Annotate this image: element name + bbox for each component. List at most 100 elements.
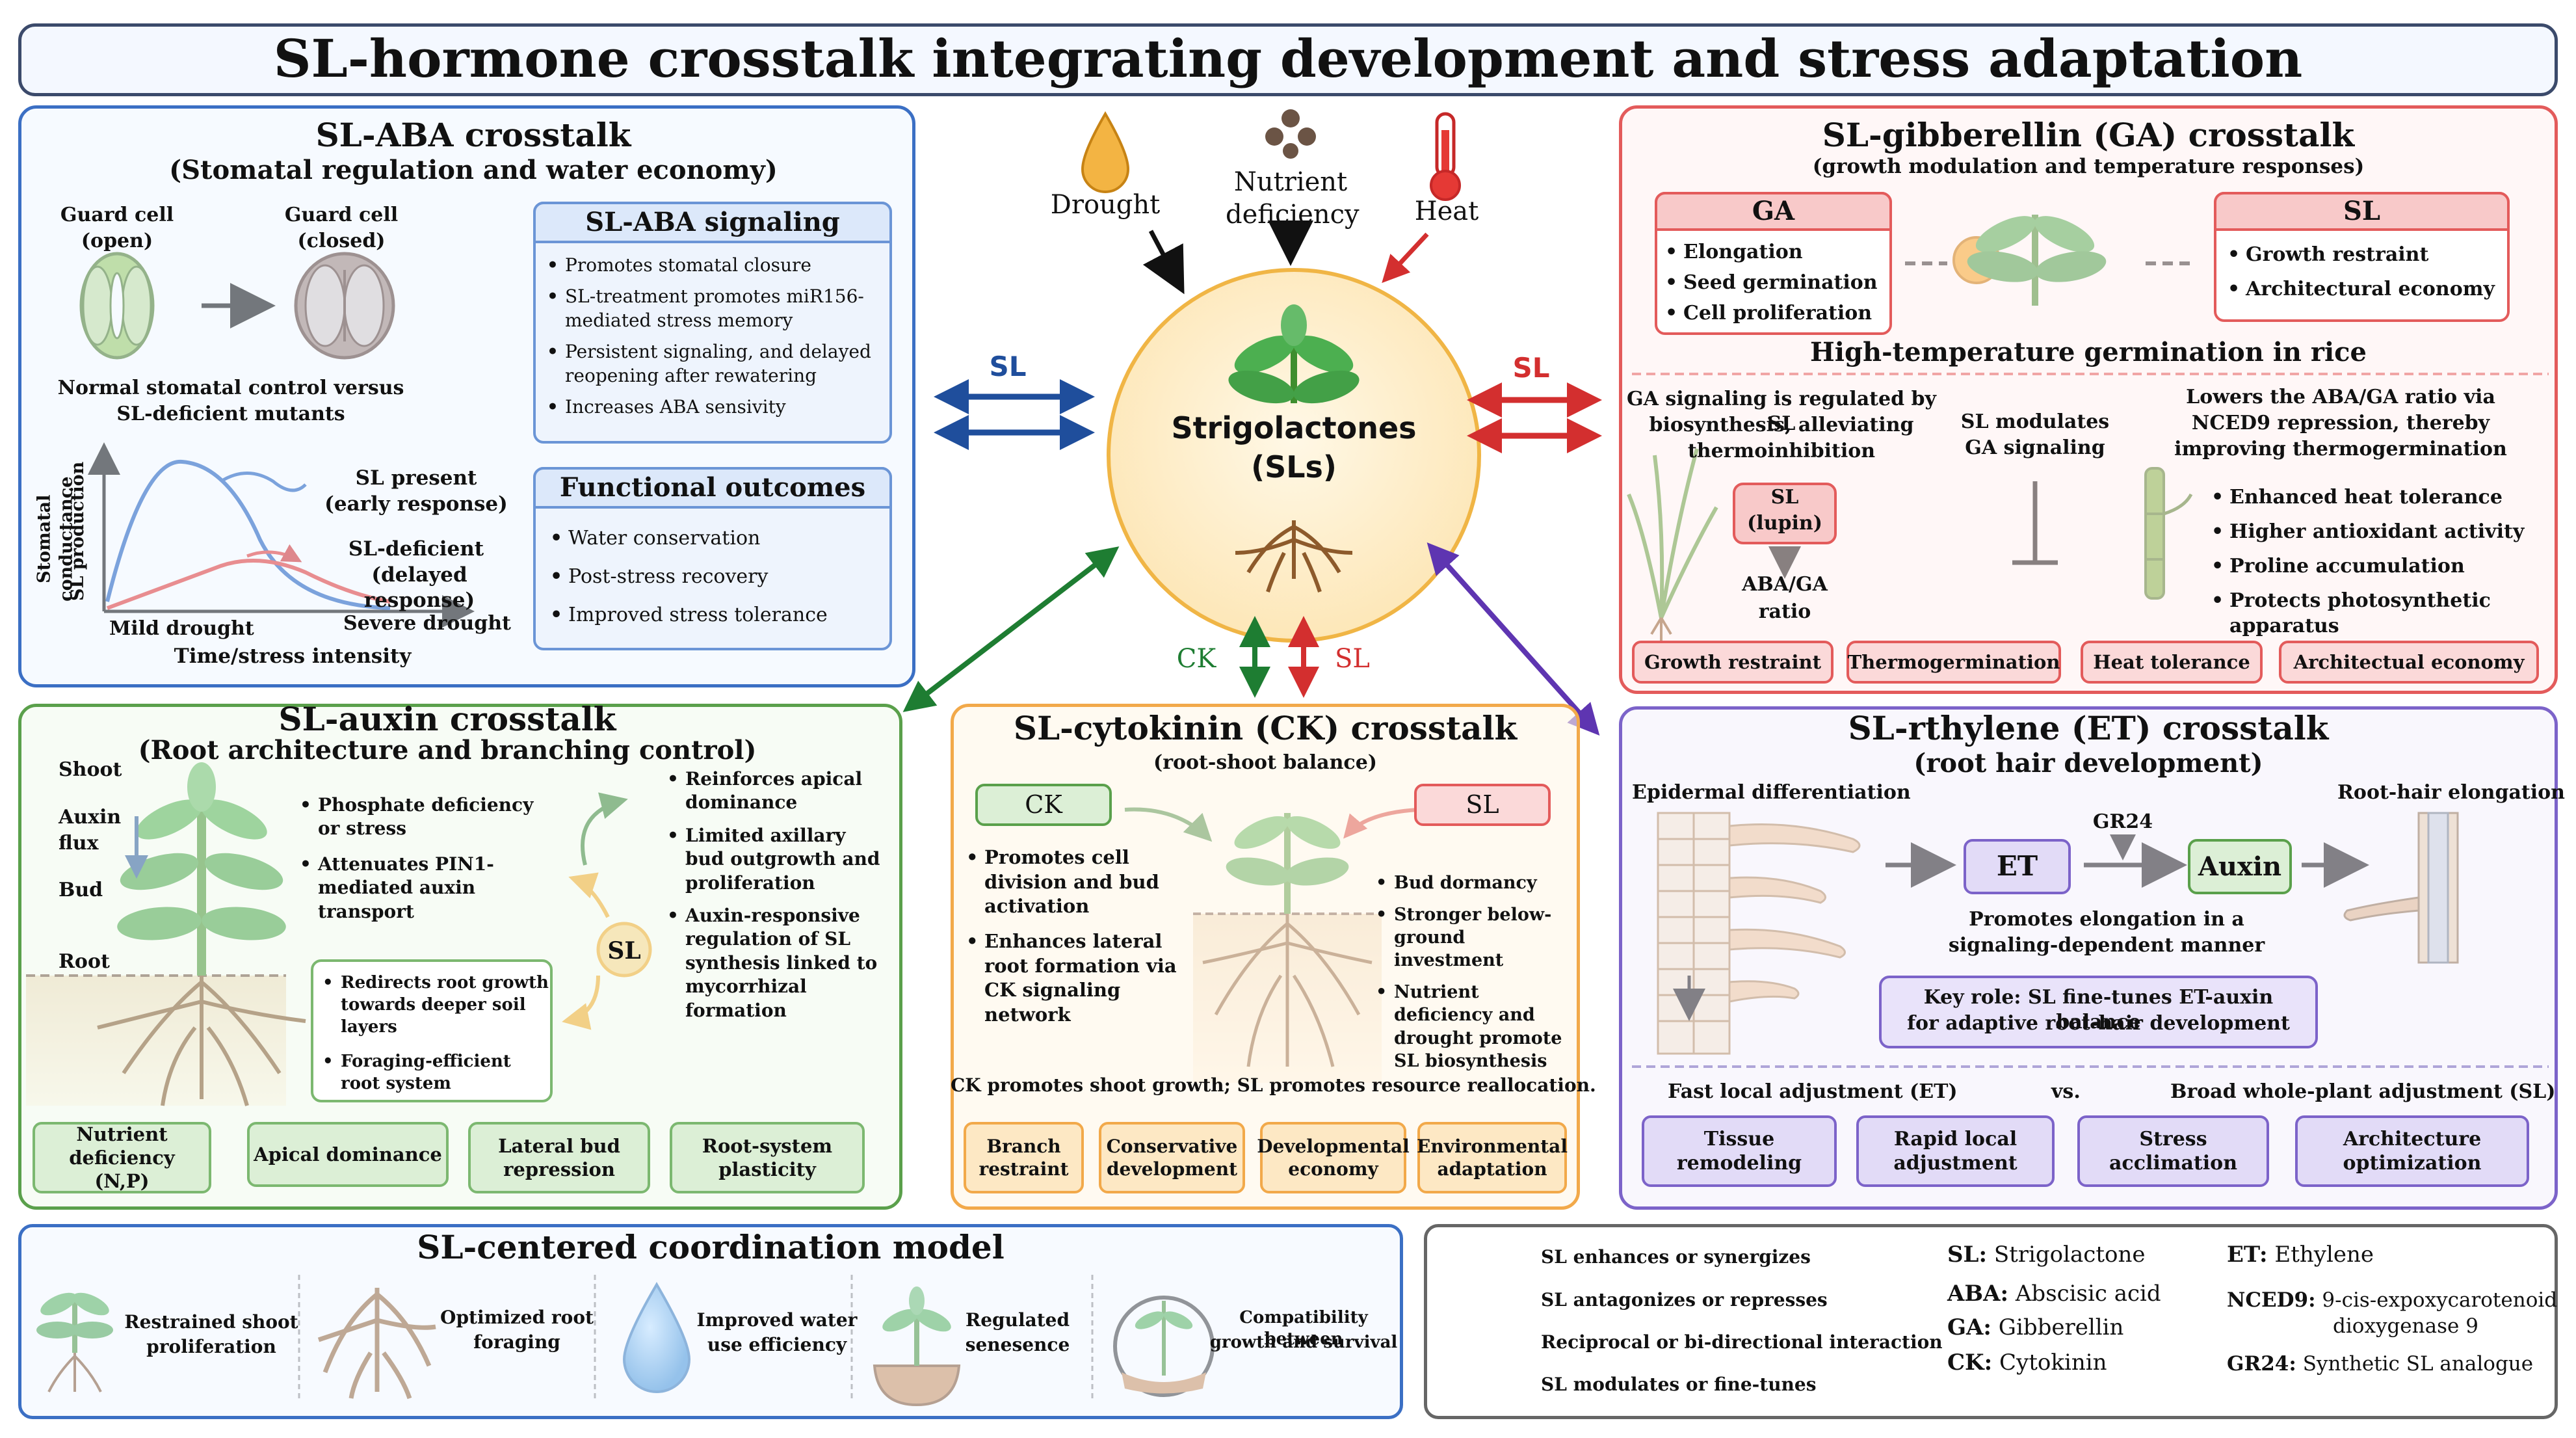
- et-pill-rapid-line1: Rapid local: [1893, 1127, 2017, 1151]
- nutrient-label: Nutrient: [1233, 167, 1348, 197]
- sl-item: Architectural economy: [2224, 276, 2503, 302]
- promotes-line2: signaling-dependent manner: [1948, 934, 2265, 957]
- aba-signaling-item: Persistent signaling, and delayed reopen…: [543, 340, 884, 388]
- model-item-shoot-line2: proliferation: [146, 1336, 276, 1357]
- lupin-box: [1733, 483, 1837, 544]
- et-subtitle: (root hair development): [1913, 748, 2263, 779]
- ck-pill-conservative-line2: development: [1106, 1158, 1238, 1180]
- outcomes-header: [533, 467, 892, 509]
- abbr-aba-key: ABA:: [1947, 1281, 2009, 1307]
- ck-label-box: CK: [975, 784, 1112, 826]
- ga-col3-list: Enhanced heat tolerance Higher antioxida…: [2207, 485, 2558, 646]
- auxin-root-item: Foraging-efficient root system: [319, 1051, 549, 1095]
- ck-left-item: Promotes cell division and bud activatio…: [962, 845, 1196, 919]
- ck-pill-developmental-line1: Developmental: [1257, 1136, 1410, 1157]
- auxin-mid-item: Attenuates PIN1-mediated auxin transport: [296, 853, 549, 924]
- auxin-right-item: Auxin-responsive regulation of SL synthe…: [663, 904, 887, 1022]
- lupin-line2: (lupin): [1747, 512, 1822, 535]
- abbr-nced9-value: 9-cis-expoxycarotenoid: [2322, 1288, 2558, 1312]
- key-role-line1: Key role: SL fine-tunes ET-auxin balance: [1923, 986, 2274, 1033]
- ga-col3-line3: improving thermogermination: [2174, 438, 2507, 460]
- ga-col1-line3: thermoinhibition: [1687, 440, 1876, 462]
- auxin-pill-root-line1: Root-system: [702, 1134, 833, 1157]
- abbr-et: ET: Ethylene: [2227, 1241, 2374, 1269]
- ga-col1-line1: GA signaling is regulated by SL: [1627, 388, 1936, 435]
- abbr-ga: GA: Gibberellin: [1947, 1314, 2123, 1342]
- broad-label: Broad whole-plant adjustment (SL): [2170, 1080, 2556, 1103]
- fast-label: Fast local adjustment (ET): [1668, 1080, 1958, 1103]
- ck-pill-branch-line1: Branch: [986, 1136, 1061, 1157]
- ga-col3-item: Protects photosynthetic apparatus: [2207, 588, 2558, 639]
- ck-pill-developmental: Developmental economy: [1257, 1122, 1410, 1193]
- guard-open-line1: Guard cell: [60, 204, 174, 226]
- et-pill-rapid-line2: adjustment: [1893, 1152, 2017, 1175]
- model-item-root-line1: Optimized root: [440, 1307, 594, 1328]
- et-pill-tissue: Tissue remodeling: [1642, 1115, 1837, 1187]
- promotes-line1: Promotes elongation in a: [1969, 908, 2244, 931]
- ga-col1-line2: biosynthesis, alleviating: [1649, 414, 1914, 436]
- lupin-line1: SL: [1770, 486, 1799, 509]
- legend-deficient-line1: SL-deficient: [348, 537, 484, 561]
- drought-label: Drought: [1050, 190, 1161, 220]
- et-title: SL-rthylene (ET) crosstalk: [1848, 709, 2329, 747]
- ga-col3-line1: Lowers the ABA/GA ratio via: [2186, 386, 2495, 408]
- ck-pill-environmental-line1: Environmental: [1417, 1136, 1568, 1157]
- auxin-box: Auxin: [2188, 839, 2292, 894]
- arrow-ck-label: CK: [1176, 644, 1216, 674]
- legend-antagonizes: SL antagonizes or represses: [1541, 1289, 1828, 1311]
- sl-list: Growth restraint Architectural economy: [2224, 242, 2503, 310]
- abbr-aba: ABA: Abscisic acid: [1947, 1280, 2161, 1308]
- abbr-nced9-cont: dioxygenase 9: [2333, 1314, 2478, 1338]
- auxin-right-item: Reinforces apical dominance: [663, 767, 887, 815]
- ck-right-list: Bud dormancy Stronger below-ground inves…: [1372, 872, 1580, 1080]
- model-item-senesence-line1: Regulated: [965, 1309, 1070, 1331]
- arrow-sl-right-label: SL: [1512, 352, 1550, 384]
- normal-caption-line1: Normal stomatal control versus: [57, 377, 404, 399]
- abbr-ga-key: GA:: [1947, 1314, 1991, 1340]
- legend-modulates: SL modulates or fine-tunes: [1541, 1374, 1817, 1395]
- epidermal-label: Epidermal differentiation: [1632, 781, 1911, 804]
- aba-signaling-title: SL-ABA signaling: [585, 207, 840, 237]
- auxin-pill-nutrient-line2: (N,P): [94, 1170, 150, 1193]
- ga-pill-growth: Growth restraint: [1632, 641, 1833, 684]
- heat-icon: [1430, 112, 1461, 201]
- et-pill-tissue-line2: remodeling: [1676, 1152, 1802, 1175]
- center-root-icon: [1235, 520, 1353, 593]
- stomatal-graph: [88, 442, 475, 628]
- deficiency-label: deficiency: [1226, 200, 1360, 230]
- ck-right-item: Nutrient deficiency and drought promote …: [1372, 981, 1580, 1072]
- abbr-sl-value: Strigolactone: [1993, 1242, 2146, 1268]
- ga-col2-line1: SL modulates: [1960, 410, 2110, 433]
- auxin-flux-line1: Auxin: [59, 806, 122, 829]
- auxin-title: SL-auxin crosstalk: [278, 700, 616, 738]
- ck-left-item: Enhances lateral root formation via CK s…: [962, 929, 1196, 1028]
- ck-title: SL-cytokinin (CK) crosstalk: [1013, 709, 1518, 747]
- ga-title: SL-gibberellin (GA) crosstalk: [1822, 116, 2355, 154]
- auxin-root-item: Redirects root growth towards deeper soi…: [319, 972, 549, 1038]
- model-title: SL-centered coordination model: [417, 1228, 1005, 1266]
- et-pill-architecture-line1: Architecture: [2343, 1127, 2482, 1151]
- elongation-label: Root-hair elongation: [2337, 781, 2565, 804]
- normal-caption-line2: SL-deficient mutants: [116, 403, 345, 425]
- vs-label: vs.: [2051, 1080, 2081, 1103]
- auxin-root-list: Redirects root growth towards deeper soi…: [319, 972, 549, 1103]
- guard-closed-line2: (closed): [297, 230, 386, 252]
- ga-pill-heat: Heat tolerance: [2081, 641, 2263, 684]
- root-label: Root: [59, 950, 110, 973]
- key-role-box: [1879, 976, 2318, 1048]
- guard-closed-line1: Guard cell: [284, 204, 399, 226]
- abbr-et-key: ET:: [2227, 1242, 2268, 1268]
- key-role-line2: for adaptive root-hair development: [1907, 1012, 2290, 1035]
- ratio-line1: ABA/GA: [1742, 573, 1828, 596]
- ga-item: Seed germination: [1661, 270, 1889, 295]
- model-item-senesence-line2: senesence: [965, 1334, 1070, 1355]
- et-pill-tissue-line1: Tissue: [1703, 1127, 1775, 1151]
- main-title-banner: [18, 23, 2558, 96]
- ck-right-item: Stronger below-ground investment: [1372, 903, 1580, 972]
- aba-signaling-header: [533, 202, 892, 243]
- abbr-et-value: Ethylene: [2274, 1242, 2374, 1268]
- et-pill-rapid: Rapid local adjustment: [1856, 1115, 2055, 1187]
- aba-title: SL-ABA crosstalk: [315, 116, 631, 154]
- et-pill-architecture: Architecture optimization: [2295, 1115, 2529, 1187]
- abbr-sl-key: SL:: [1947, 1242, 1988, 1268]
